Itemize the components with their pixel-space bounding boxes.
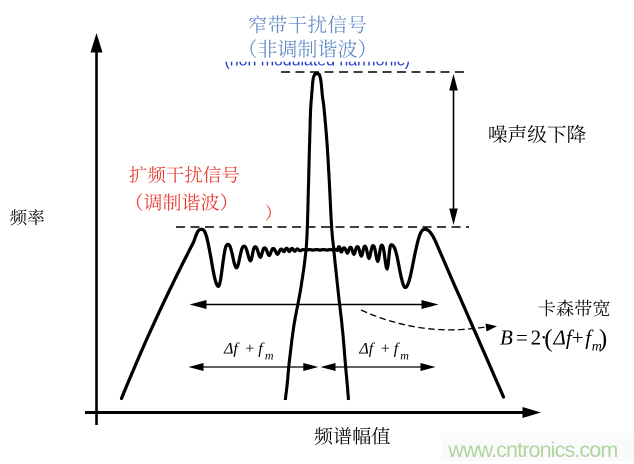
svg-text:(non modulated harmonic): (non modulated harmonic) [225,52,411,69]
svg-text:www.cntronics.com: www.cntronics.com [447,438,618,462]
svg-text:Δf+fm: Δf+fm [223,341,274,363]
svg-text:B=2·(Δf+fm): B=2·(Δf+fm) [500,325,607,354]
svg-text:Δf+fm: Δf+fm [358,341,409,363]
